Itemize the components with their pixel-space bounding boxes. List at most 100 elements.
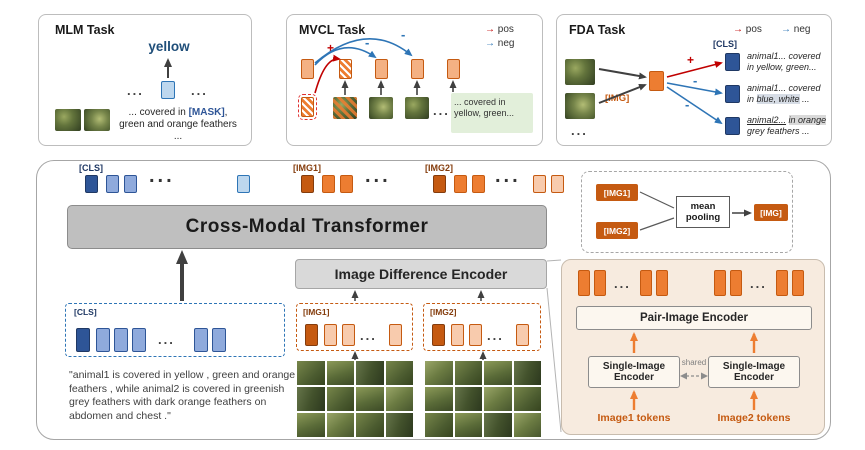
negative-view-token [375, 59, 388, 79]
model-architecture-panel: [CLS] ... [IMG1] ... [IMG2] ... Cross-Mo… [36, 160, 831, 440]
bird-image [369, 97, 393, 119]
image-patch [385, 361, 413, 385]
pos-arrow-icon: → [485, 24, 495, 35]
negative-view-token [411, 59, 424, 79]
text-output-token [106, 175, 119, 193]
pos-sign: + [687, 53, 695, 67]
legend-pos: → pos [485, 24, 514, 35]
bird-image [565, 59, 595, 85]
legend-pos-label: pos [745, 24, 762, 35]
image-patch [454, 361, 482, 385]
text-input-token [114, 328, 128, 352]
image-patch [356, 361, 384, 385]
neg-sign: - [365, 35, 370, 50]
image-patch [356, 413, 384, 437]
neg-sign: - [401, 27, 406, 42]
image-difference-encoder: Image Difference Encoder [295, 259, 547, 289]
shared-arrow-right [701, 372, 708, 380]
cls-label: [CLS] [713, 39, 737, 49]
shared-label: shared [681, 358, 707, 367]
img1-label: [IMG1] [293, 163, 321, 173]
ellipsis: ... [127, 83, 144, 98]
img-label: [IMG] [605, 93, 630, 104]
pair-image-encoder: Pair-Image Encoder [576, 306, 812, 330]
image2-tokens-label: Image2 tokens [717, 412, 791, 424]
pair-output-token [656, 270, 668, 296]
pair-output-token [640, 270, 652, 296]
highlighted-text: blue, white [756, 93, 800, 104]
ellipsis: ... [433, 103, 450, 118]
image-patch [326, 387, 354, 411]
mean-pooling-box: mean pooling [676, 196, 730, 228]
text: covered in yellow, green... [747, 51, 821, 72]
single-image-encoder-1: Single-Image Encoder [588, 356, 680, 388]
neg-sign: - [693, 73, 698, 88]
ellipsis: ... [614, 276, 631, 291]
text: covered in [747, 83, 821, 104]
image-patch [326, 361, 354, 385]
bird-image [565, 93, 595, 119]
pos-arrow-icon: → [733, 24, 743, 35]
image-input-token [342, 324, 355, 346]
text-input-token [96, 328, 110, 352]
cls-output-token [85, 175, 98, 193]
legend-pos-label: pos [497, 24, 514, 35]
fda-text-row: animal1... covered in yellow, green... [747, 51, 829, 72]
legend-neg-label: neg [497, 38, 515, 49]
mask-token [161, 81, 175, 99]
cross-modal-transformer: Cross-Modal Transformer [67, 205, 547, 249]
text-output-token [124, 175, 137, 193]
text-input-token [132, 328, 146, 352]
anchor-token [301, 59, 314, 79]
img1-chip: [IMG1] [596, 184, 638, 201]
img2-input-token [432, 324, 445, 346]
image-input-token [389, 324, 402, 346]
image-output-token [322, 175, 335, 193]
img-chip: [IMG] [754, 204, 788, 221]
legend-neg: → neg [485, 38, 514, 49]
image-output-token [454, 175, 467, 193]
img2-label: [IMG2] [425, 163, 453, 173]
cls-label: [CLS] [74, 307, 97, 317]
animal-ref: animal1... [747, 83, 787, 93]
text-input-token [194, 328, 208, 352]
pair-output-token [578, 270, 590, 296]
pair-encoder-panel: ... ... Pair-Image Encoder Single-Image … [561, 259, 825, 435]
image-patch [326, 413, 354, 437]
mvcl-task-title: MVCL Task [299, 23, 366, 37]
image1-tokens-label: Image1 tokens [597, 412, 671, 424]
animal-ref: animal2... [747, 115, 787, 125]
image-patch [356, 387, 384, 411]
caption-pre: ... covered in [128, 107, 189, 118]
text-token-positive [725, 53, 740, 71]
input-caption: "animal1 is covered in yellow , green an… [69, 369, 296, 422]
mask-text: [MASK] [188, 107, 225, 118]
neg-arrow-icon: → [485, 38, 495, 49]
neg-arrow-icon: → [781, 24, 791, 35]
image-output-token [472, 175, 485, 193]
pair-output-token [730, 270, 742, 296]
img1-label: [IMG1] [303, 307, 330, 317]
mvcl-caption: ... covered in yellow, green... [451, 93, 533, 133]
image-patch [454, 413, 482, 437]
img2-input-box: [IMG2] ... [423, 303, 541, 351]
image-patch [454, 387, 482, 411]
highlighted-text: in orange [788, 115, 827, 125]
ellipsis: ... [487, 328, 504, 343]
text-token-negative [725, 117, 740, 135]
single-image-encoder-2: Single-Image Encoder [708, 356, 800, 388]
pair-output-token [594, 270, 606, 296]
text: ... [799, 93, 810, 104]
image-patch [513, 361, 541, 385]
mlm-prediction-word: yellow [148, 39, 190, 54]
image-input-token [324, 324, 337, 346]
pair-output-token [714, 270, 726, 296]
image-patch [425, 361, 453, 385]
shared-arrow-left [680, 372, 687, 380]
image-output-token [340, 175, 353, 193]
hatch-overlay [333, 97, 357, 119]
fda-text-row: animal1... covered in blue, white ... [747, 83, 829, 104]
ellipsis: ... [750, 276, 767, 291]
mlm-caption: ... covered in [MASK], green and orange … [115, 107, 241, 143]
text-output-token [237, 175, 250, 193]
